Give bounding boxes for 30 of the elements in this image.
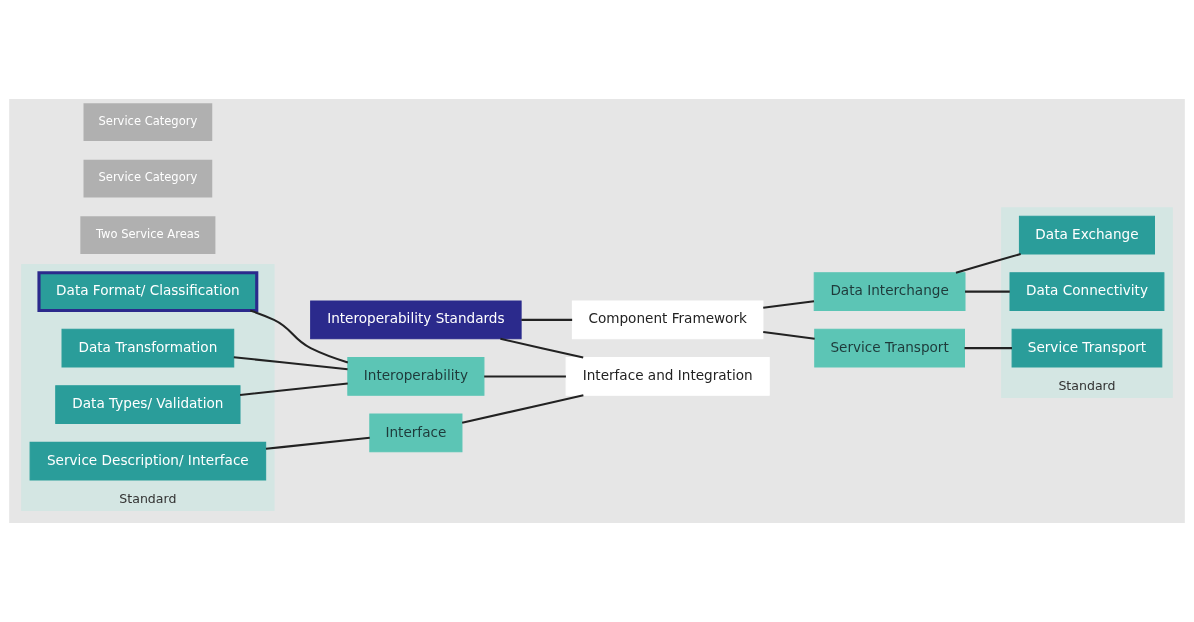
node-box: Interface [369, 413, 463, 453]
connector [955, 253, 1021, 274]
node-box: Service Description/ Interface [29, 441, 267, 481]
node-box: Data Interchange [813, 272, 966, 311]
connector [239, 382, 348, 397]
node-box: Interface and Integration [565, 357, 770, 396]
connector [265, 436, 370, 450]
connector [521, 318, 573, 321]
connector [763, 331, 815, 340]
connector [965, 290, 1010, 293]
label: Service Category [98, 113, 198, 128]
node-box: Data Transformation [61, 328, 235, 368]
node-box: Data Format/ Classification [37, 271, 259, 313]
connector [500, 337, 584, 359]
node-box: Service Transport [814, 328, 965, 368]
connector [763, 300, 815, 309]
node-box: Interoperability Standards [310, 300, 522, 340]
connector [233, 356, 348, 371]
node-box: Data Types/ Validation [55, 385, 241, 425]
connector [964, 347, 1012, 350]
connector [249, 309, 349, 364]
node-box: Data Connectivity [1009, 272, 1165, 311]
node-box: Data Exchange [1018, 215, 1155, 255]
node-box: Service Transport [1011, 328, 1163, 368]
node-box: Interoperability [347, 357, 485, 396]
label: Service Category [98, 170, 198, 185]
node-box: Component Framework [571, 300, 764, 340]
label: Two Service Areas [95, 227, 200, 242]
connector [484, 375, 566, 378]
connector [461, 394, 584, 424]
